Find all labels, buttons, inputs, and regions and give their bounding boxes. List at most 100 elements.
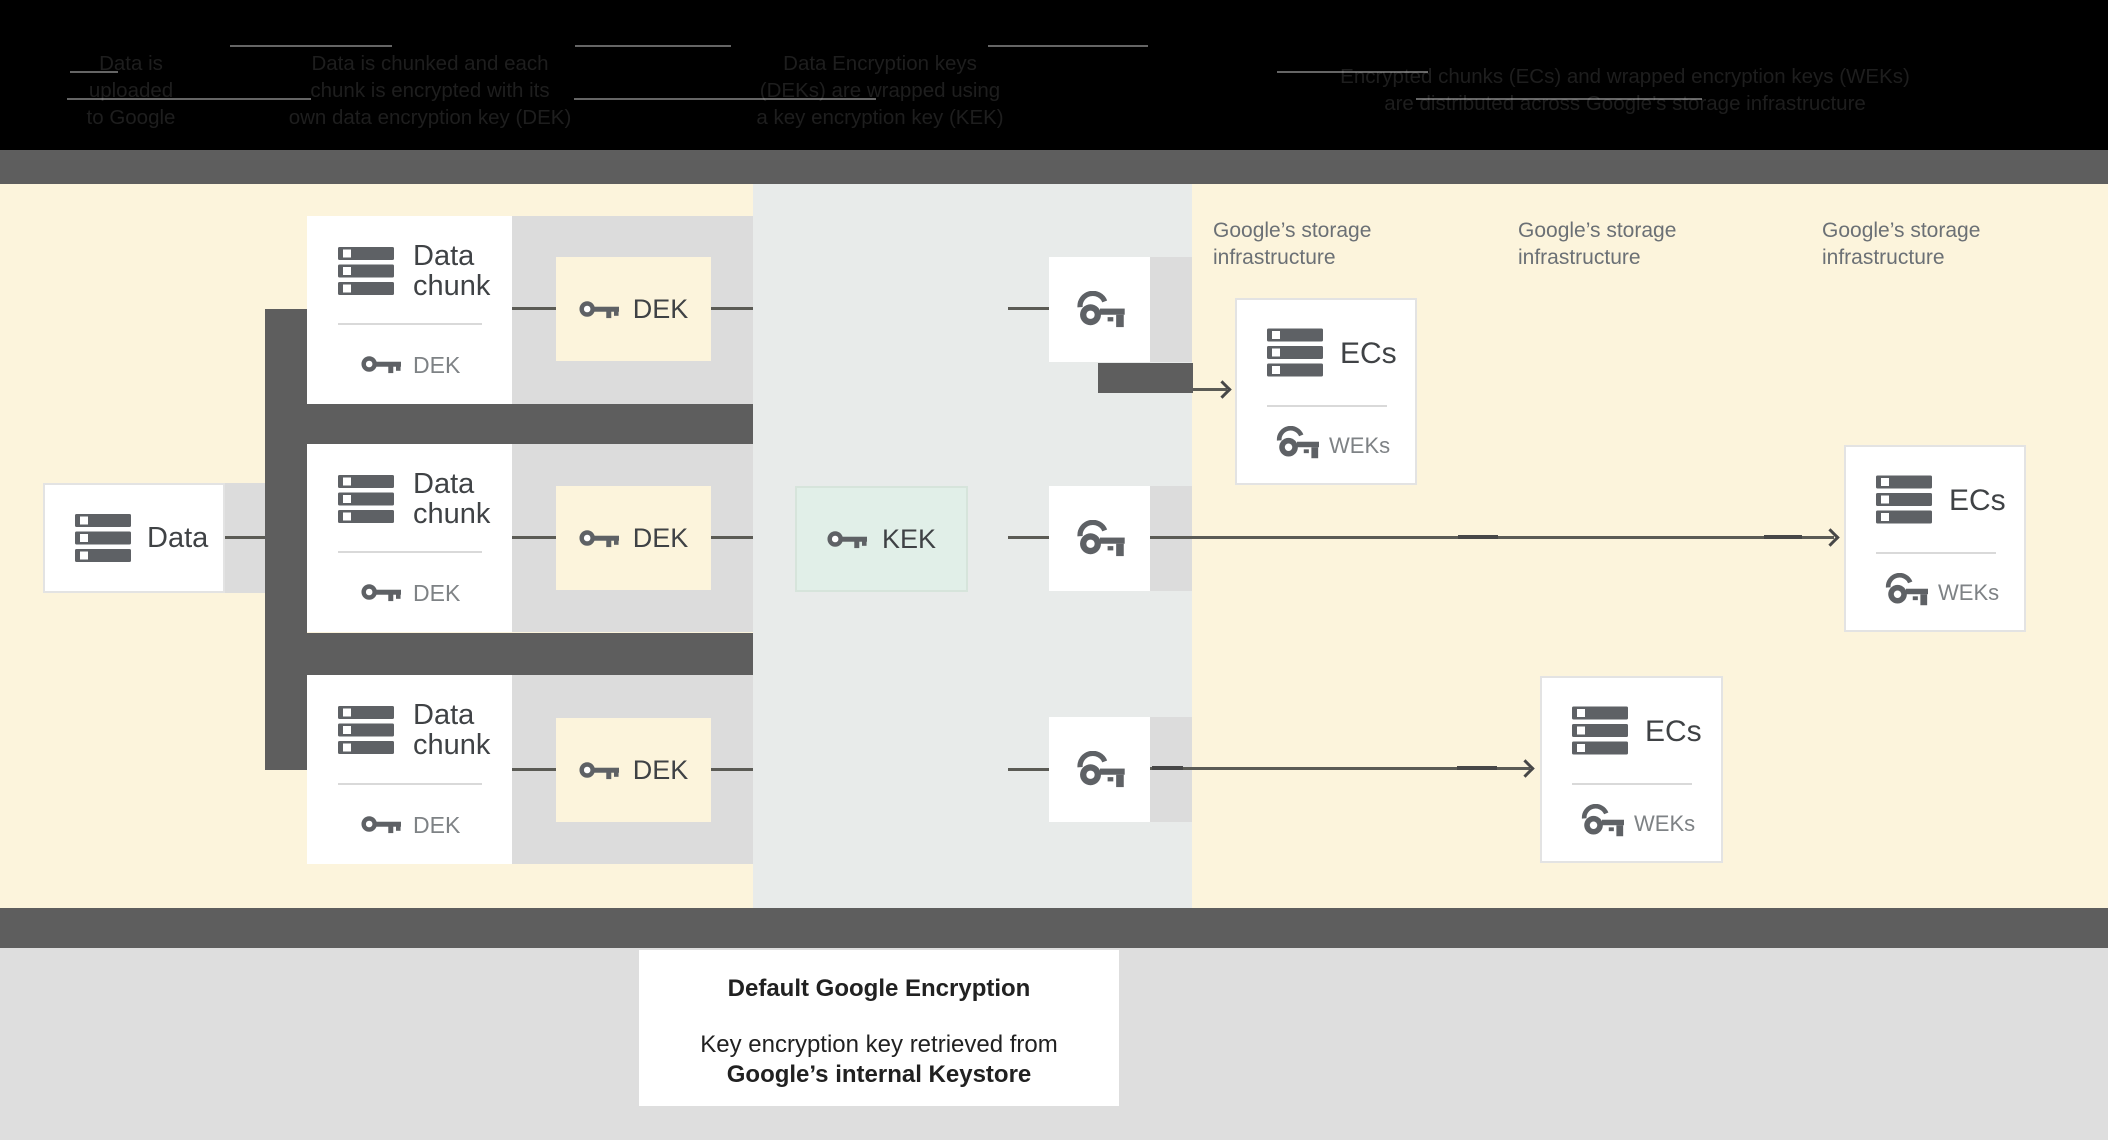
data-chunk-label: Data chunk bbox=[413, 240, 491, 302]
caption-body-line: Google’s internal Keystore bbox=[726, 1061, 1032, 1088]
caption-body-line: Key encryption key retrieved from bbox=[700, 1031, 1058, 1058]
ecs-box: ECs WEKs bbox=[1844, 445, 2026, 632]
box-divider bbox=[338, 323, 482, 325]
connector-line bbox=[1008, 536, 1049, 539]
database-icon bbox=[338, 706, 394, 754]
data-chunk-box: Data chunk DEK bbox=[307, 216, 512, 404]
key-swing-icon bbox=[1075, 751, 1125, 789]
arrow-line-segment bbox=[1458, 535, 1498, 539]
header-strip: Data is uploaded to Google Data is chunk… bbox=[0, 0, 2108, 150]
box-divider bbox=[1267, 405, 1387, 407]
box-divider bbox=[338, 551, 482, 553]
box-divider bbox=[338, 783, 482, 785]
data-box-label: Data bbox=[147, 521, 209, 554]
header-step-3-line: (DEKs) are wrapped using bbox=[759, 78, 1001, 102]
arrow-line bbox=[1193, 388, 1227, 391]
header-step-4: Encrypted chunks (ECs) and wrapped encry… bbox=[1300, 38, 1950, 142]
key-icon bbox=[579, 527, 619, 549]
wrap-key-box bbox=[1049, 257, 1150, 362]
pipe-horizontal bbox=[265, 404, 753, 444]
weks-label: WEKs bbox=[1329, 433, 1391, 458]
header-step-2-line: Data is chunked and each bbox=[311, 51, 549, 75]
box-divider bbox=[1876, 552, 1996, 554]
key-swing-icon bbox=[1275, 426, 1319, 460]
ecs-box: ECs WEKs bbox=[1540, 676, 1723, 863]
header-step-1-line: to Google bbox=[86, 105, 176, 129]
glint-line bbox=[575, 45, 731, 47]
database-icon bbox=[338, 247, 394, 295]
arrow-line-segment bbox=[1457, 766, 1497, 770]
header-step-1: Data is uploaded to Google bbox=[41, 38, 221, 142]
connector-line bbox=[1008, 307, 1049, 310]
chunk-dek-label: DEK bbox=[413, 352, 461, 378]
ecs-box: ECs WEKs bbox=[1235, 298, 1417, 485]
pipe-vertical bbox=[265, 309, 307, 770]
connector-line bbox=[512, 768, 556, 771]
caption-title: Default Google Encryption bbox=[727, 975, 1031, 1002]
header-step-3: Data Encryption keys (DEKs) are wrapped … bbox=[712, 38, 1048, 142]
connector-line bbox=[711, 307, 753, 310]
database-icon bbox=[1876, 475, 1932, 524]
arrow-line-segment bbox=[1764, 535, 1802, 539]
header-step-1-line: uploaded bbox=[88, 78, 174, 102]
connector-line bbox=[512, 536, 556, 539]
dek-box: DEK bbox=[556, 486, 711, 590]
pipe-horizontal bbox=[265, 633, 753, 675]
header-step-4-line: Encrypted chunks (ECs) and wrapped encry… bbox=[1340, 65, 1910, 88]
dek-box: DEK bbox=[556, 718, 711, 822]
ecs-label: ECs bbox=[1645, 715, 1702, 748]
glint-line bbox=[67, 98, 311, 100]
ecs-label: ECs bbox=[1340, 337, 1397, 370]
glint-line bbox=[988, 45, 1148, 47]
key-icon bbox=[361, 353, 401, 375]
data-chunk-label: Data chunk bbox=[413, 699, 491, 761]
dek-label: DEK bbox=[632, 522, 689, 553]
glint-line bbox=[1416, 98, 1702, 100]
data-box: Data bbox=[43, 483, 225, 593]
database-icon bbox=[1267, 328, 1323, 377]
glint-line bbox=[1277, 71, 1428, 73]
box-divider bbox=[1572, 783, 1692, 785]
key-icon bbox=[361, 581, 401, 603]
key-swing-icon bbox=[1075, 291, 1125, 329]
header-step-2-line: chunk is encrypted with its bbox=[310, 78, 550, 102]
data-chunk-label: Data chunk bbox=[413, 468, 491, 530]
header-step-2-line: own data encryption key (DEK) bbox=[288, 105, 572, 129]
key-icon bbox=[361, 813, 401, 835]
ecs-label: ECs bbox=[1949, 484, 2006, 517]
kek-box: KEK bbox=[795, 486, 968, 592]
key-swing-icon bbox=[1075, 520, 1125, 558]
database-icon bbox=[1572, 706, 1628, 755]
header-step-4-line: are distributed across Google’s storage … bbox=[1384, 92, 1866, 115]
chunk-dek-label: DEK bbox=[413, 812, 461, 838]
data-connector-line bbox=[225, 536, 265, 539]
connector-line bbox=[512, 307, 556, 310]
key-icon bbox=[579, 759, 619, 781]
dek-box: DEK bbox=[556, 257, 711, 361]
chunk-dek-label: DEK bbox=[413, 580, 461, 606]
data-chunk-box: Data chunk DEK bbox=[307, 444, 512, 632]
wrap-key-box bbox=[1049, 486, 1150, 591]
key-icon bbox=[827, 528, 867, 550]
wrap-key-box bbox=[1049, 717, 1150, 822]
connector-line bbox=[1008, 768, 1049, 771]
bottom-divider-bar bbox=[0, 908, 2108, 948]
glint-line bbox=[574, 98, 876, 100]
key-icon bbox=[579, 298, 619, 320]
header-step-1-line: Data is bbox=[99, 51, 163, 75]
key-swing-icon bbox=[1580, 804, 1624, 838]
storage-infrastructure-label: Google’s storage infrastructure bbox=[1822, 219, 1981, 269]
database-icon bbox=[338, 475, 394, 523]
glint-line bbox=[70, 71, 118, 73]
database-icon bbox=[75, 514, 131, 562]
dek-label: DEK bbox=[632, 293, 689, 324]
connector-line bbox=[711, 768, 753, 771]
key-swing-icon bbox=[1884, 573, 1928, 607]
kek-label: KEK bbox=[881, 523, 937, 554]
top-divider-bar bbox=[0, 150, 2108, 184]
header-step-3-line: a key encryption key (KEK) bbox=[756, 105, 1004, 129]
arrow-line bbox=[1150, 767, 1530, 770]
header-step-3-line: Data Encryption keys bbox=[783, 51, 977, 75]
wrap-pipe bbox=[1098, 363, 1193, 393]
storage-infrastructure-label: Google’s storage infrastructure bbox=[1213, 219, 1372, 269]
